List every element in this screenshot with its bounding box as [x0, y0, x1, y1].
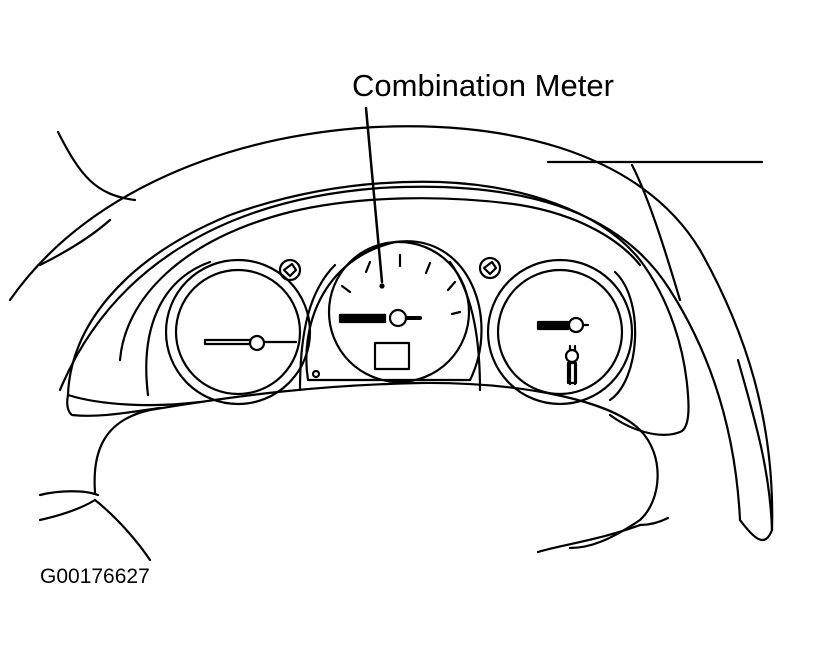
right-gauge — [488, 260, 632, 404]
figure-id: G00176627 — [40, 565, 150, 588]
small-screw — [313, 371, 319, 377]
steering-wheel-rim — [10, 126, 772, 540]
callout-leader-line — [366, 108, 382, 282]
left-gauge — [166, 260, 310, 404]
meter-bezel — [67, 182, 688, 435]
mounting-screw-right — [480, 258, 500, 278]
callout-label: Combination Meter — [352, 68, 614, 103]
mounting-screw-left — [280, 260, 300, 280]
center-gauge — [306, 241, 481, 382]
steering-wheel-hub — [40, 383, 668, 560]
